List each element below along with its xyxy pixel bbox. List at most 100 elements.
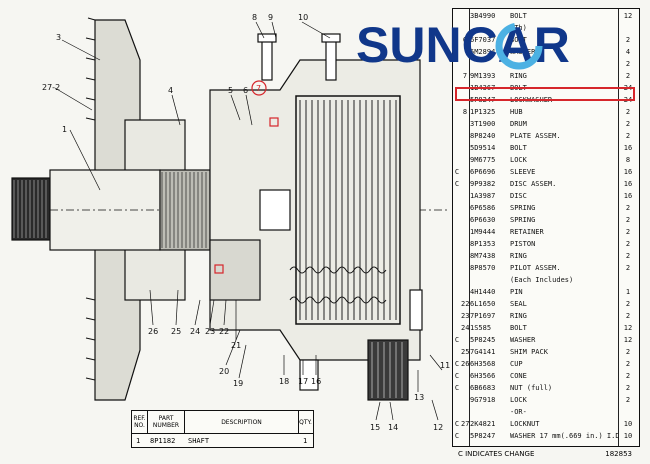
desc-cell: DRUM <box>510 120 527 128</box>
callout-3: 3 <box>56 33 61 42</box>
callout-17: 17 <box>298 377 308 386</box>
table-row: (Each Includes) <box>453 274 639 286</box>
desc-cell: CONE <box>510 372 527 380</box>
desc-cell: LOCK <box>510 396 527 404</box>
callout-16: 16 <box>311 377 321 386</box>
callout-6: 6 <box>243 86 248 95</box>
part-cell: 9P9382 <box>470 180 496 188</box>
part-cell: 9G7918 <box>470 396 496 404</box>
desc-cell: LOCKNUT <box>510 420 540 428</box>
desc-header: DESCRIPTION <box>185 411 299 433</box>
part-cell: 4H1440 <box>470 288 496 296</box>
ref-cell: 23 <box>461 312 470 320</box>
part-cell: 5D9514 <box>470 144 496 152</box>
callout-21: 21 <box>231 341 241 350</box>
callout-20: 20 <box>219 367 229 376</box>
desc-cell: SHIM PACK <box>510 348 548 356</box>
part-cell: 7P1697 <box>470 312 496 320</box>
qty-cell: 2 <box>625 240 631 248</box>
qty-cell: 2 <box>625 372 631 380</box>
desc-cell: SPRING <box>510 204 536 212</box>
change-note: C INDICATES CHANGE <box>458 450 535 458</box>
qty-cell: 1 <box>625 288 631 296</box>
qty-cell: 2 <box>625 216 631 224</box>
logo-graphic: SUNCAR <box>356 17 570 73</box>
part-cell: 3B4990 <box>470 12 496 20</box>
ref-header: REF. NO. <box>132 411 148 433</box>
callout-12: 12 <box>433 423 443 432</box>
callout-9: 9 <box>268 13 273 22</box>
suncar-logo: SUNCAR <box>352 12 642 73</box>
desc-cell: PILOT ASSEM. <box>510 264 561 272</box>
ref-cell: 22 <box>461 300 470 308</box>
qty-cell: 10 <box>623 432 633 440</box>
qty-cell: 2 <box>625 300 631 308</box>
desc-cell: SLEEVE <box>510 168 536 176</box>
desc-cell: BOLT <box>510 36 527 44</box>
callout-5: 5 <box>228 86 233 95</box>
callout-4: 4 <box>168 86 173 95</box>
callout-25: 25 <box>171 327 181 336</box>
part-cell: 2K4821 <box>470 420 496 428</box>
desc-cell: BOLT <box>510 144 527 152</box>
part-cell: 5P8245 <box>470 336 496 344</box>
drawing-number: 182853 <box>605 450 632 458</box>
callout-1: 1 <box>62 125 67 134</box>
desc-cell: (Th) <box>510 24 527 32</box>
column-divider <box>469 9 470 446</box>
table-row: 6P6630 SPRING 2 <box>453 214 639 226</box>
desc-cell: HUB <box>510 108 523 116</box>
qty-cell: 16 <box>623 144 633 152</box>
part-cell: 9M1393 <box>470 72 496 80</box>
qty-cell: 2 <box>625 360 631 368</box>
callout-24: 24 <box>190 327 200 336</box>
part-cell: 8P1182 <box>150 437 176 445</box>
part-cell: 6H3566 <box>470 372 496 380</box>
desc-cell: BOLT <box>510 12 527 20</box>
qty-cell: 2 <box>625 120 631 128</box>
mark-cell: C <box>454 180 460 188</box>
part-cell: 6F7037 <box>470 36 496 44</box>
mark-cell: C <box>454 384 460 392</box>
callout-13: 13 <box>414 393 424 402</box>
desc-cell: NUT (full) <box>510 384 553 392</box>
callout-10: 10 <box>298 13 308 22</box>
reference-table: REF. NO. PART NUMBER DESCRIPTION QTY. 1 … <box>131 410 314 448</box>
highlighted-part-row <box>455 87 635 101</box>
qty-cell: 2 <box>625 132 631 140</box>
part-cell: 6B6683 <box>470 384 496 392</box>
part-cell: 8P1353 <box>470 240 496 248</box>
part-cell: 5M2894 <box>470 48 496 56</box>
part-cell: 6P6630 <box>470 216 496 224</box>
assembly-drawing: 3 27-2 1 4 5 6 7 8 9 10 26 25 24 23 22 2… <box>11 13 450 432</box>
callout-11: 11 <box>440 361 450 370</box>
mark-cell: C <box>454 432 460 440</box>
callout-27-2: 27-2 <box>42 83 60 92</box>
callout-18: 18 <box>279 377 289 386</box>
ref-cell: 1 <box>136 437 141 445</box>
desc-cell: SPRING <box>510 216 536 224</box>
part-header: PART NUMBER <box>148 411 185 433</box>
desc-cell: PIN <box>510 288 523 296</box>
mark-cell: C <box>454 360 460 368</box>
callout-23: 23 <box>205 327 215 336</box>
